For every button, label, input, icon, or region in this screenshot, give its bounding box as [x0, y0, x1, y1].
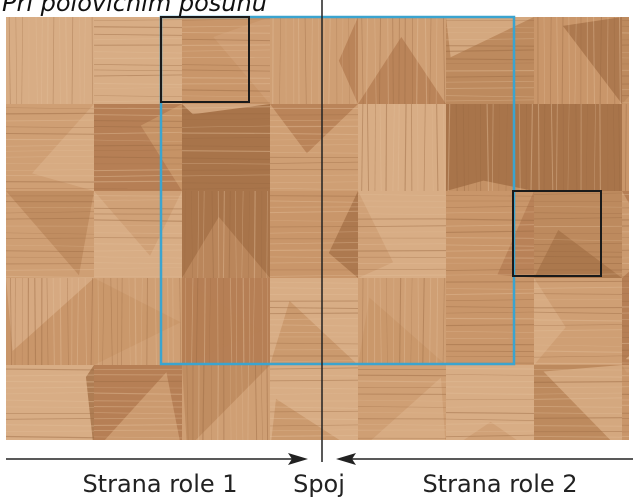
wood-tile — [358, 278, 446, 365]
wood-tile — [534, 365, 622, 452]
wood-tile — [358, 191, 446, 278]
wood-tile — [6, 191, 94, 278]
wood-tile — [6, 17, 94, 104]
wood-tile — [534, 17, 622, 104]
roll-side-1-label: Strana role 1 — [82, 470, 237, 498]
wood-tile — [446, 104, 534, 191]
wood-tile — [94, 278, 182, 365]
wood-tile — [622, 17, 633, 104]
wood-tile — [358, 365, 446, 452]
diagram-caption: Při polovičním posunu — [2, 0, 267, 15]
wood-tile — [622, 104, 633, 191]
seam-label: Spoj — [293, 470, 345, 498]
wood-tile — [270, 365, 358, 452]
wood-tile — [446, 365, 534, 452]
wood-tile — [182, 278, 270, 365]
wood-tile — [94, 104, 182, 191]
wood-tile — [94, 191, 182, 278]
wood-tile — [270, 278, 358, 365]
wood-tile — [446, 191, 534, 278]
wood-tile — [270, 17, 358, 104]
wood-tile — [622, 278, 633, 365]
wood-tile — [182, 191, 270, 278]
wood-tile — [534, 104, 622, 191]
wood-tile — [182, 17, 270, 104]
wood-tile — [6, 104, 94, 191]
wood-parquet-panel — [6, 17, 633, 452]
wood-tile — [446, 17, 534, 104]
wood-tile — [6, 278, 94, 365]
roll-side-2-arrow — [336, 453, 633, 465]
roll-side-1-arrow — [6, 453, 308, 465]
wood-tile — [534, 278, 622, 365]
wood-tile — [270, 104, 358, 191]
wood-tile — [270, 191, 358, 278]
wood-tile — [358, 104, 446, 191]
wood-tile — [182, 365, 270, 452]
wood-tile — [6, 365, 94, 452]
wood-tile — [358, 17, 446, 104]
roll-side-2-label: Strana role 2 — [422, 470, 577, 498]
wood-tile — [94, 17, 182, 104]
wood-tile — [446, 278, 534, 365]
wood-tile — [94, 365, 182, 452]
wood-tile — [622, 191, 633, 278]
wood-tile — [622, 365, 633, 452]
wood-tiles — [6, 17, 633, 452]
wood-tile — [534, 191, 622, 278]
wood-tile — [182, 104, 270, 191]
